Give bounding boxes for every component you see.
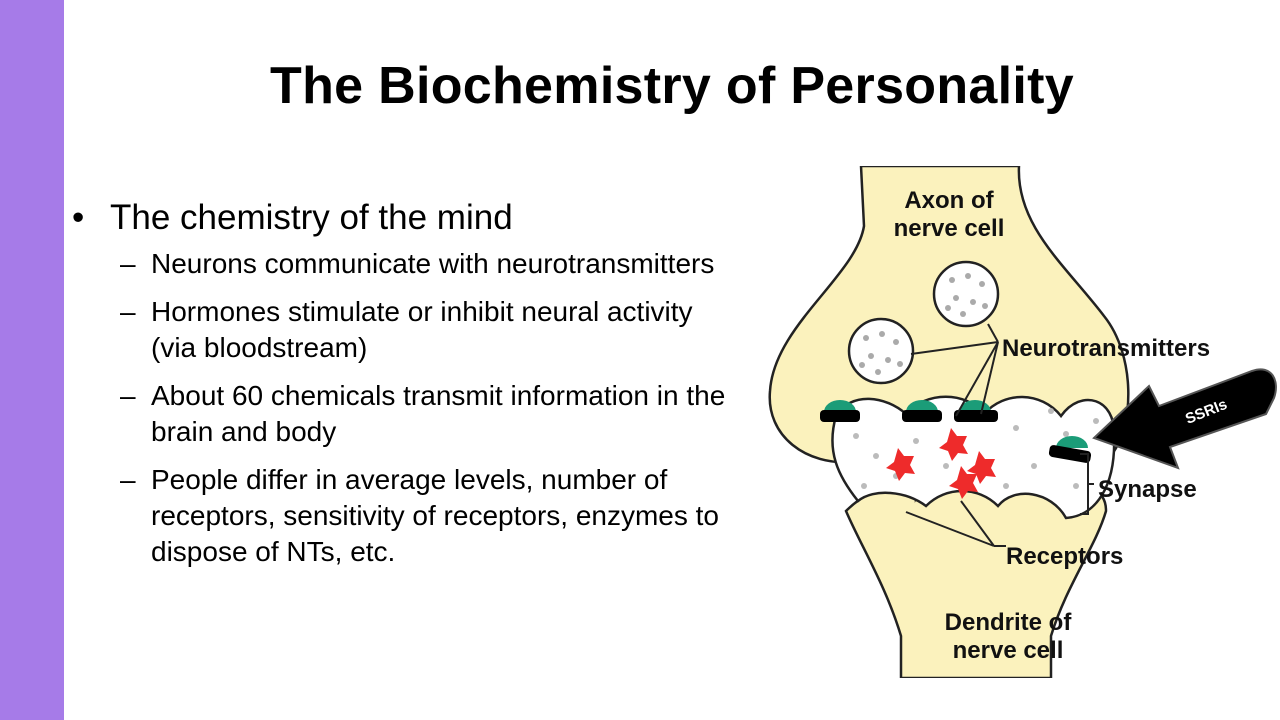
vesicle: [932, 260, 1000, 328]
label-dendrite-line1: Dendrite of: [945, 609, 1073, 636]
label-dendrite-line2: nerve cell: [953, 637, 1064, 664]
receptor-sites: [820, 400, 1092, 463]
leader-lines: [905, 323, 1094, 547]
bullet-text: The chemistry of the mind: [110, 198, 513, 237]
neurotransmitter-molecules: [886, 428, 996, 499]
sub-bullet-glyph: –: [120, 296, 136, 327]
bullet-item: • The chemistry of the mind: [72, 196, 732, 240]
sub-bullet-text: About 60 chemicals transmit information …: [151, 380, 726, 447]
synaptic-cleft: [831, 395, 1116, 520]
sub-bullet-item: – About 60 chemicals transmit informatio…: [120, 378, 732, 450]
cleft-particles: [853, 408, 1099, 489]
label-axon-line2: nerve cell: [894, 215, 1005, 242]
bullet-list: • The chemistry of the mind – Neurons co…: [72, 196, 732, 582]
sub-bullet-glyph: –: [120, 248, 136, 279]
sub-bullet-glyph: –: [120, 380, 136, 411]
label-axon-line1: Axon of: [904, 187, 994, 214]
sub-bullet-item: – People differ in average levels, numbe…: [120, 462, 732, 570]
sub-bullet-glyph: –: [120, 464, 136, 495]
accent-bar: [0, 0, 64, 720]
label-synapse: Synapse: [1098, 476, 1197, 503]
sub-bullet-item: – Hormones stimulate or inhibit neural a…: [120, 294, 732, 366]
ssri-arrow: SSRIs: [1092, 368, 1277, 470]
sub-bullet-text: Hormones stimulate or inhibit neural act…: [151, 296, 693, 363]
synapse-diagram: Axon of nerve cell Neurotransmitters Syn…: [768, 166, 1277, 678]
bullet-glyph: •: [72, 198, 85, 237]
vesicle: [847, 317, 915, 385]
sub-bullet-text: People differ in average levels, number …: [151, 464, 719, 567]
sub-bullet-item: – Neurons communicate with neurotransmit…: [120, 246, 732, 282]
label-neurotransmitters: Neurotransmitters: [1002, 335, 1210, 362]
sub-bullet-text: Neurons communicate with neurotransmitte…: [151, 248, 715, 279]
label-receptors: Receptors: [1006, 543, 1123, 570]
slide-title: The Biochemistry of Personality: [270, 57, 1074, 115]
sub-bullet-list: – Neurons communicate with neurotransmit…: [120, 246, 732, 570]
